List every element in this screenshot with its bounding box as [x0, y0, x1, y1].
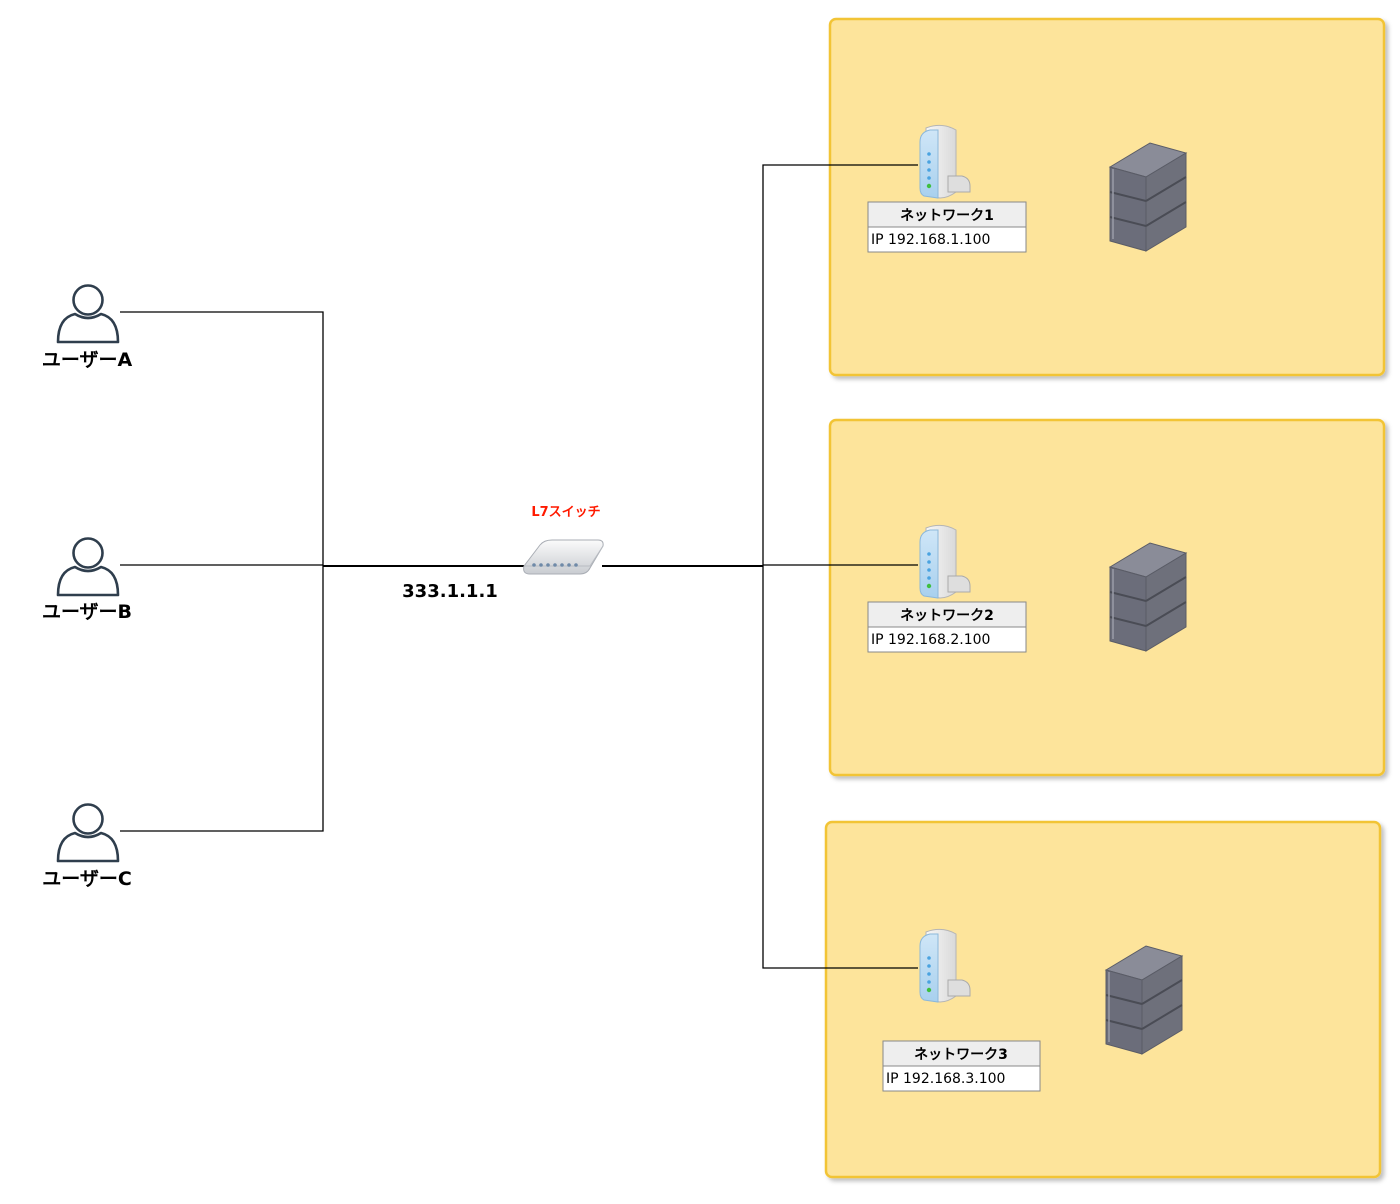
- network-1-title: ネットワーク1: [900, 208, 994, 224]
- network-zone-3: [824, 820, 1382, 1179]
- user-b-label: ユーザーB: [42, 601, 132, 623]
- switch-label: L7スイッチ: [531, 505, 600, 520]
- user-icon: [56, 284, 120, 344]
- network-2-table: ネットワーク2 IP 192.168.2.100: [867, 601, 1027, 653]
- network-3[interactable]: ネットワーク3 IP 192.168.3.100: [882, 928, 1183, 1092]
- network-2[interactable]: ネットワーク2 IP 192.168.2.100: [867, 524, 1187, 653]
- link-user-c: [120, 565, 324, 832]
- network-3-title: ネットワーク3: [914, 1047, 1008, 1063]
- network-3-ip: IP 192.168.3.100: [886, 1071, 1005, 1087]
- link-user-a: [120, 311, 324, 565]
- network-1[interactable]: ネットワーク1 IP 192.168.1.100: [867, 124, 1187, 253]
- network-2-ip: IP 192.168.2.100: [871, 632, 990, 648]
- user-a-label: ユーザーA: [42, 349, 133, 371]
- user-icon: [56, 803, 120, 863]
- link-network-1: [762, 164, 918, 969]
- user-a[interactable]: ユーザーA: [42, 284, 133, 372]
- user-b[interactable]: ユーザーB: [42, 537, 132, 624]
- user-c[interactable]: ユーザーC: [42, 803, 132, 891]
- network-2-title: ネットワーク2: [900, 608, 994, 624]
- network-zone-1: [828, 17, 1386, 377]
- l7-switch[interactable]: L7スイッチ 333.1.1.1: [402, 505, 604, 602]
- switch-ip-label: 333.1.1.1: [402, 581, 498, 602]
- user-c-label: ユーザーC: [42, 868, 132, 890]
- user-icon: [56, 537, 120, 597]
- l7-switch-icon: [523, 539, 604, 575]
- network-1-ip: IP 192.168.1.100: [871, 232, 990, 248]
- network-zone-2: [828, 418, 1386, 777]
- network-3-table: ネットワーク3 IP 192.168.3.100: [882, 1040, 1041, 1092]
- network-1-table: ネットワーク1 IP 192.168.1.100: [867, 201, 1027, 253]
